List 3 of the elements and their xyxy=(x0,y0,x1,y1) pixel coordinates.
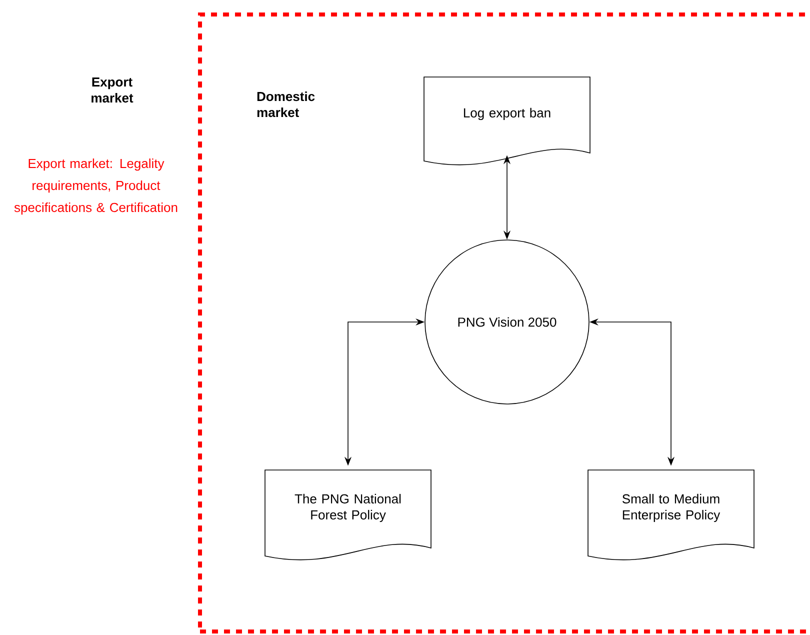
region-heading: Domestic market xyxy=(257,92,315,118)
heading: Export market xyxy=(92,78,134,103)
note-text: Export market: Legality requirements, Product specifications & Certification xyxy=(14,158,178,215)
